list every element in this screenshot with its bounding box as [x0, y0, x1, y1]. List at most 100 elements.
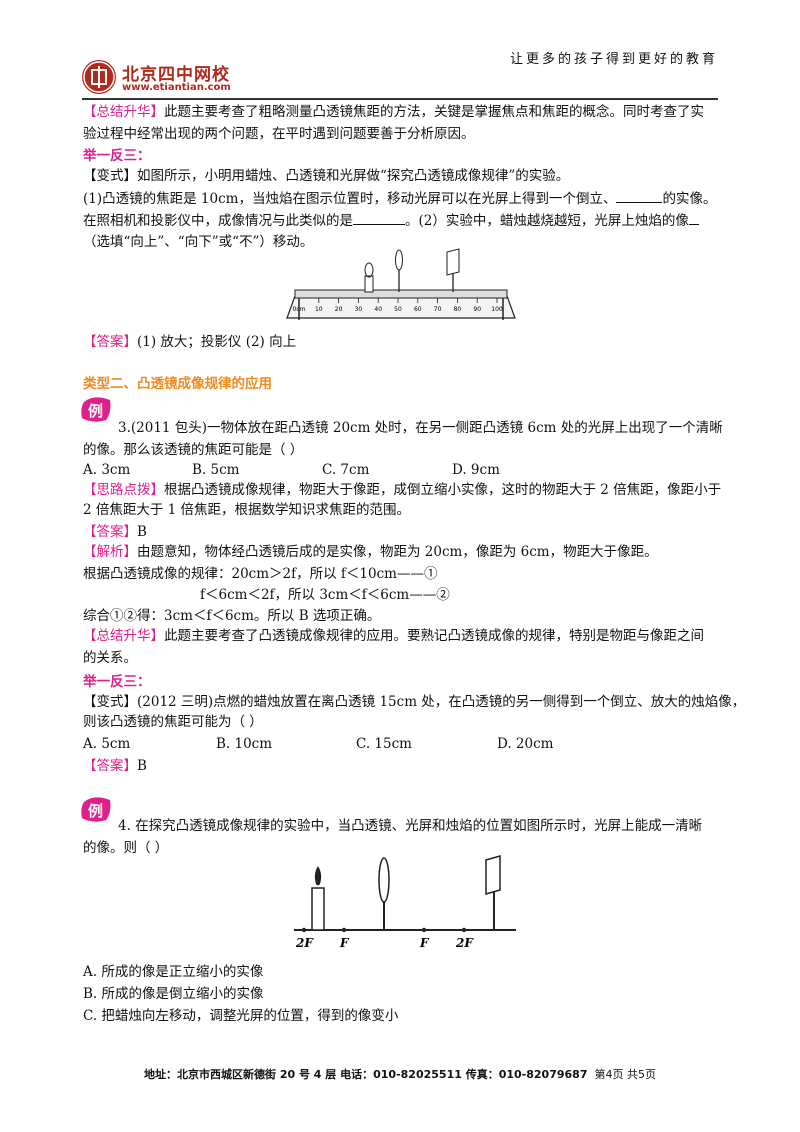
answer-tag: 【答案】	[83, 524, 137, 540]
example3-hint1: 【思路点拨】根据凸透镜成像规律，物距大于像距，成倒立缩小实像，这时的物距大于 2…	[83, 480, 721, 500]
example3-analysis1: 【解析】由题意知，物体经凸透镜后成的是实像，物距为 20cm，像距为 6cm，物…	[83, 542, 658, 562]
candle	[311, 866, 325, 931]
answer-tag: 【答案】	[83, 758, 137, 774]
candle	[364, 262, 374, 293]
variant1-line3: 在照相机和投影仪中，成像情况与此类似的是 。(2）实验中，蜡烛越烧越短，光屏上烛焰…	[83, 210, 699, 231]
label-2f-left: 2F	[295, 936, 314, 950]
answer-tag: 【答案】	[83, 334, 137, 350]
analysis-tag: 【解析】	[83, 544, 137, 560]
bench-tick-label: 70	[434, 306, 442, 313]
variant2-line1: 【变式】(2012 三明)点燃的蜡烛放置在离凸透镜 15cm 处，在凸透镜的另一…	[83, 694, 746, 710]
page-footer: 地址：北京市西城区新德街 20 号 4 层 电话：010-82025511 传真…	[0, 1066, 800, 1082]
variant1-line3b: 。(2）实验中，蜡烛越烧越短，光屏上烛焰的像	[405, 213, 689, 229]
variant1-line2b: 的实像。	[662, 191, 717, 207]
example-badge-label: 例	[88, 402, 104, 420]
logo-emblem-icon	[83, 61, 115, 93]
logo-url: www.etiantian.com	[122, 82, 231, 93]
bench-tick-label: 90	[473, 306, 481, 313]
example3-hint2: 2 倍焦距大于 1 倍焦距，根据数学知识求焦距的范围。	[83, 502, 411, 518]
label-f-left: F	[339, 936, 350, 950]
summary-text: 此题主要考查了粗略测量凸透镜焦距的方法，关键是掌握焦点和焦距的概念。同时考查了实	[164, 104, 704, 120]
summary-text: 此题主要考查了凸透镜成像规律的应用。要熟记凸透镜成像的规律，特别是物距与像距之间	[164, 628, 704, 644]
variant2-option-d: D. 20cm	[497, 736, 554, 752]
answer-blank	[353, 210, 405, 225]
screen	[446, 248, 460, 292]
bench-tick-label: 30	[355, 306, 363, 313]
example4-option-c: C. 把蜡烛向左移动，调整光屏的位置，得到的像变小	[83, 1008, 399, 1024]
hint-tag: 【思路点拨】	[83, 482, 164, 498]
screen-panel	[485, 855, 501, 895]
example3-summary1: 【总结升华】此题主要考查了凸透镜成像规律的应用。要熟记凸透镜成像的规律，特别是物…	[83, 626, 704, 646]
variant1-line2a: (1)凸透镜的焦距是 10cm，当烛焰在图示位置时，移动光屏可以在光屏上得到一个…	[83, 191, 617, 207]
bench-tick-label: 50	[394, 306, 402, 313]
candle-body	[364, 275, 374, 293]
label-2f-right: 2F	[455, 936, 474, 950]
summary-tag: 【总结升华】	[83, 628, 164, 644]
point-2f-right	[461, 927, 467, 933]
variant1-heading: 举一反三：	[83, 148, 151, 164]
bench-tick-label: 0cm	[293, 306, 306, 313]
bench-rail	[294, 289, 508, 299]
candle-flame	[364, 262, 374, 278]
example-badge-icon	[81, 397, 111, 422]
example3-answer: 【答案】B	[83, 522, 147, 542]
logo-name: 北京四中网校	[122, 65, 230, 85]
screen	[485, 855, 501, 930]
optical-bench-figure: 0cm 10 20 30 40 50 60 70 80 90 100	[286, 248, 516, 320]
variant2-line2: 则该凸透镜的焦距可能为（ ）	[83, 714, 263, 730]
answer-text: (1) 放大；投影仪 (2) 向上	[137, 334, 297, 350]
point-2f-left	[301, 927, 307, 933]
summary-tag: 【总结升华】	[83, 104, 164, 120]
header-slogan: 让更多的孩子得到更好的教育	[509, 52, 718, 67]
variant2-heading: 举一反三：	[83, 674, 151, 690]
example4-option-b: B. 所成的像是倒立缩小的实像	[83, 986, 264, 1002]
example3-line1: 3.(2011 包头)一物体放在距凸透镜 20cm 处时，在另一侧距凸透镜 6c…	[118, 420, 723, 436]
variant1-line2: (1)凸透镜的焦距是 10cm，当烛焰在图示位置时，移动光屏可以在光屏上得到一个…	[83, 188, 716, 209]
example3-option-c: C. 7cm	[322, 462, 370, 478]
bench-tick-label: 10	[315, 306, 323, 313]
convex-lens	[378, 857, 390, 930]
variant2-answer: 【答案】B	[83, 756, 147, 776]
variant2-option-b: B. 10cm	[216, 736, 273, 752]
example-badge-label: 例	[88, 802, 104, 820]
footer-address: 地址：北京市西城区新德街 20 号 4 层 电话：010-82025511 传真…	[144, 1068, 588, 1081]
example3-option-d: D. 9cm	[452, 462, 500, 478]
footer-page: 第4页 共5页	[594, 1068, 656, 1081]
answer-blank	[688, 210, 699, 225]
section2-title: 类型二、凸透镜成像规律的应用	[83, 376, 272, 392]
answer-text: B	[137, 758, 147, 774]
example4-option-a: A. 所成的像是正立缩小的实像	[83, 964, 264, 980]
answer-blank	[616, 188, 663, 203]
variant1-answer: 【答案】(1) 放大；投影仪 (2) 向上	[83, 332, 296, 352]
variant1-line1: 【变式】如图所示，小明用蜡烛、凸透镜和光屏做“探究凸透镜成像规律”的实验。	[83, 168, 570, 184]
example3-analysis4: 综合①②得：3cm＜f＜6cm。所以 B 选项正确。	[83, 608, 381, 624]
example3-option-a: A. 3cm	[83, 462, 131, 478]
variant1-line3a: 在照相机和投影仪中，成像情况与此类似的是	[83, 213, 353, 229]
example3-line2: 的像。那么该透镜的焦距可能是（ ）	[83, 442, 304, 458]
variant2-option-c: C. 15cm	[356, 736, 412, 752]
example4-line2: 的像。则（ ）	[83, 840, 169, 856]
bench-tick-label: 100	[491, 306, 503, 313]
example3-analysis3: f＜6cm＜2f，所以 3cm＜f＜6cm——②	[200, 587, 450, 603]
header-rule	[82, 98, 718, 100]
point-f-left	[341, 927, 347, 933]
variant1-line4: （选填“向上”、“向下”或“不”）移动。	[83, 234, 314, 250]
analysis-text: 由题意知，物体经凸透镜后成的是实像，物距为 20cm，像距为 6cm，物距大于像…	[137, 544, 658, 560]
summary1-line1: 【总结升华】此题主要考查了粗略测量凸透镜焦距的方法，关键是掌握焦点和焦距的概念。…	[83, 102, 704, 122]
example-badge-icon	[81, 797, 111, 822]
answer-text: B	[137, 524, 147, 540]
bench-scale: 0cm 10 20 30 40 50 60 70 80 90 100	[293, 298, 503, 313]
lens-setup-figure: 2F F F 2F	[294, 855, 516, 950]
logo-emblem	[82, 60, 116, 94]
bench-tick-label: 20	[335, 306, 343, 313]
bench-tick-label: 40	[374, 306, 382, 313]
variant2-option-a: A. 5cm	[83, 736, 131, 752]
lens-shape	[378, 857, 390, 903]
example4-line1: 4. 在探究凸透镜成像规律的实验中，当凸透镜、光屏和烛焰的位置如图所示时，光屏上…	[118, 818, 703, 834]
hint-text: 根据凸透镜成像规律，物距大于像距，成倒立缩小实像，这时的物距大于 2 倍焦距，像…	[164, 482, 722, 498]
bench-tick-label: 80	[454, 306, 462, 313]
lens-shape	[395, 249, 403, 271]
summary1-line2: 验过程中经常出现的两个问题，在平时遇到问题要善于分析原因。	[83, 126, 475, 142]
screen-panel	[446, 248, 460, 276]
bench-tick-label: 60	[414, 306, 422, 313]
